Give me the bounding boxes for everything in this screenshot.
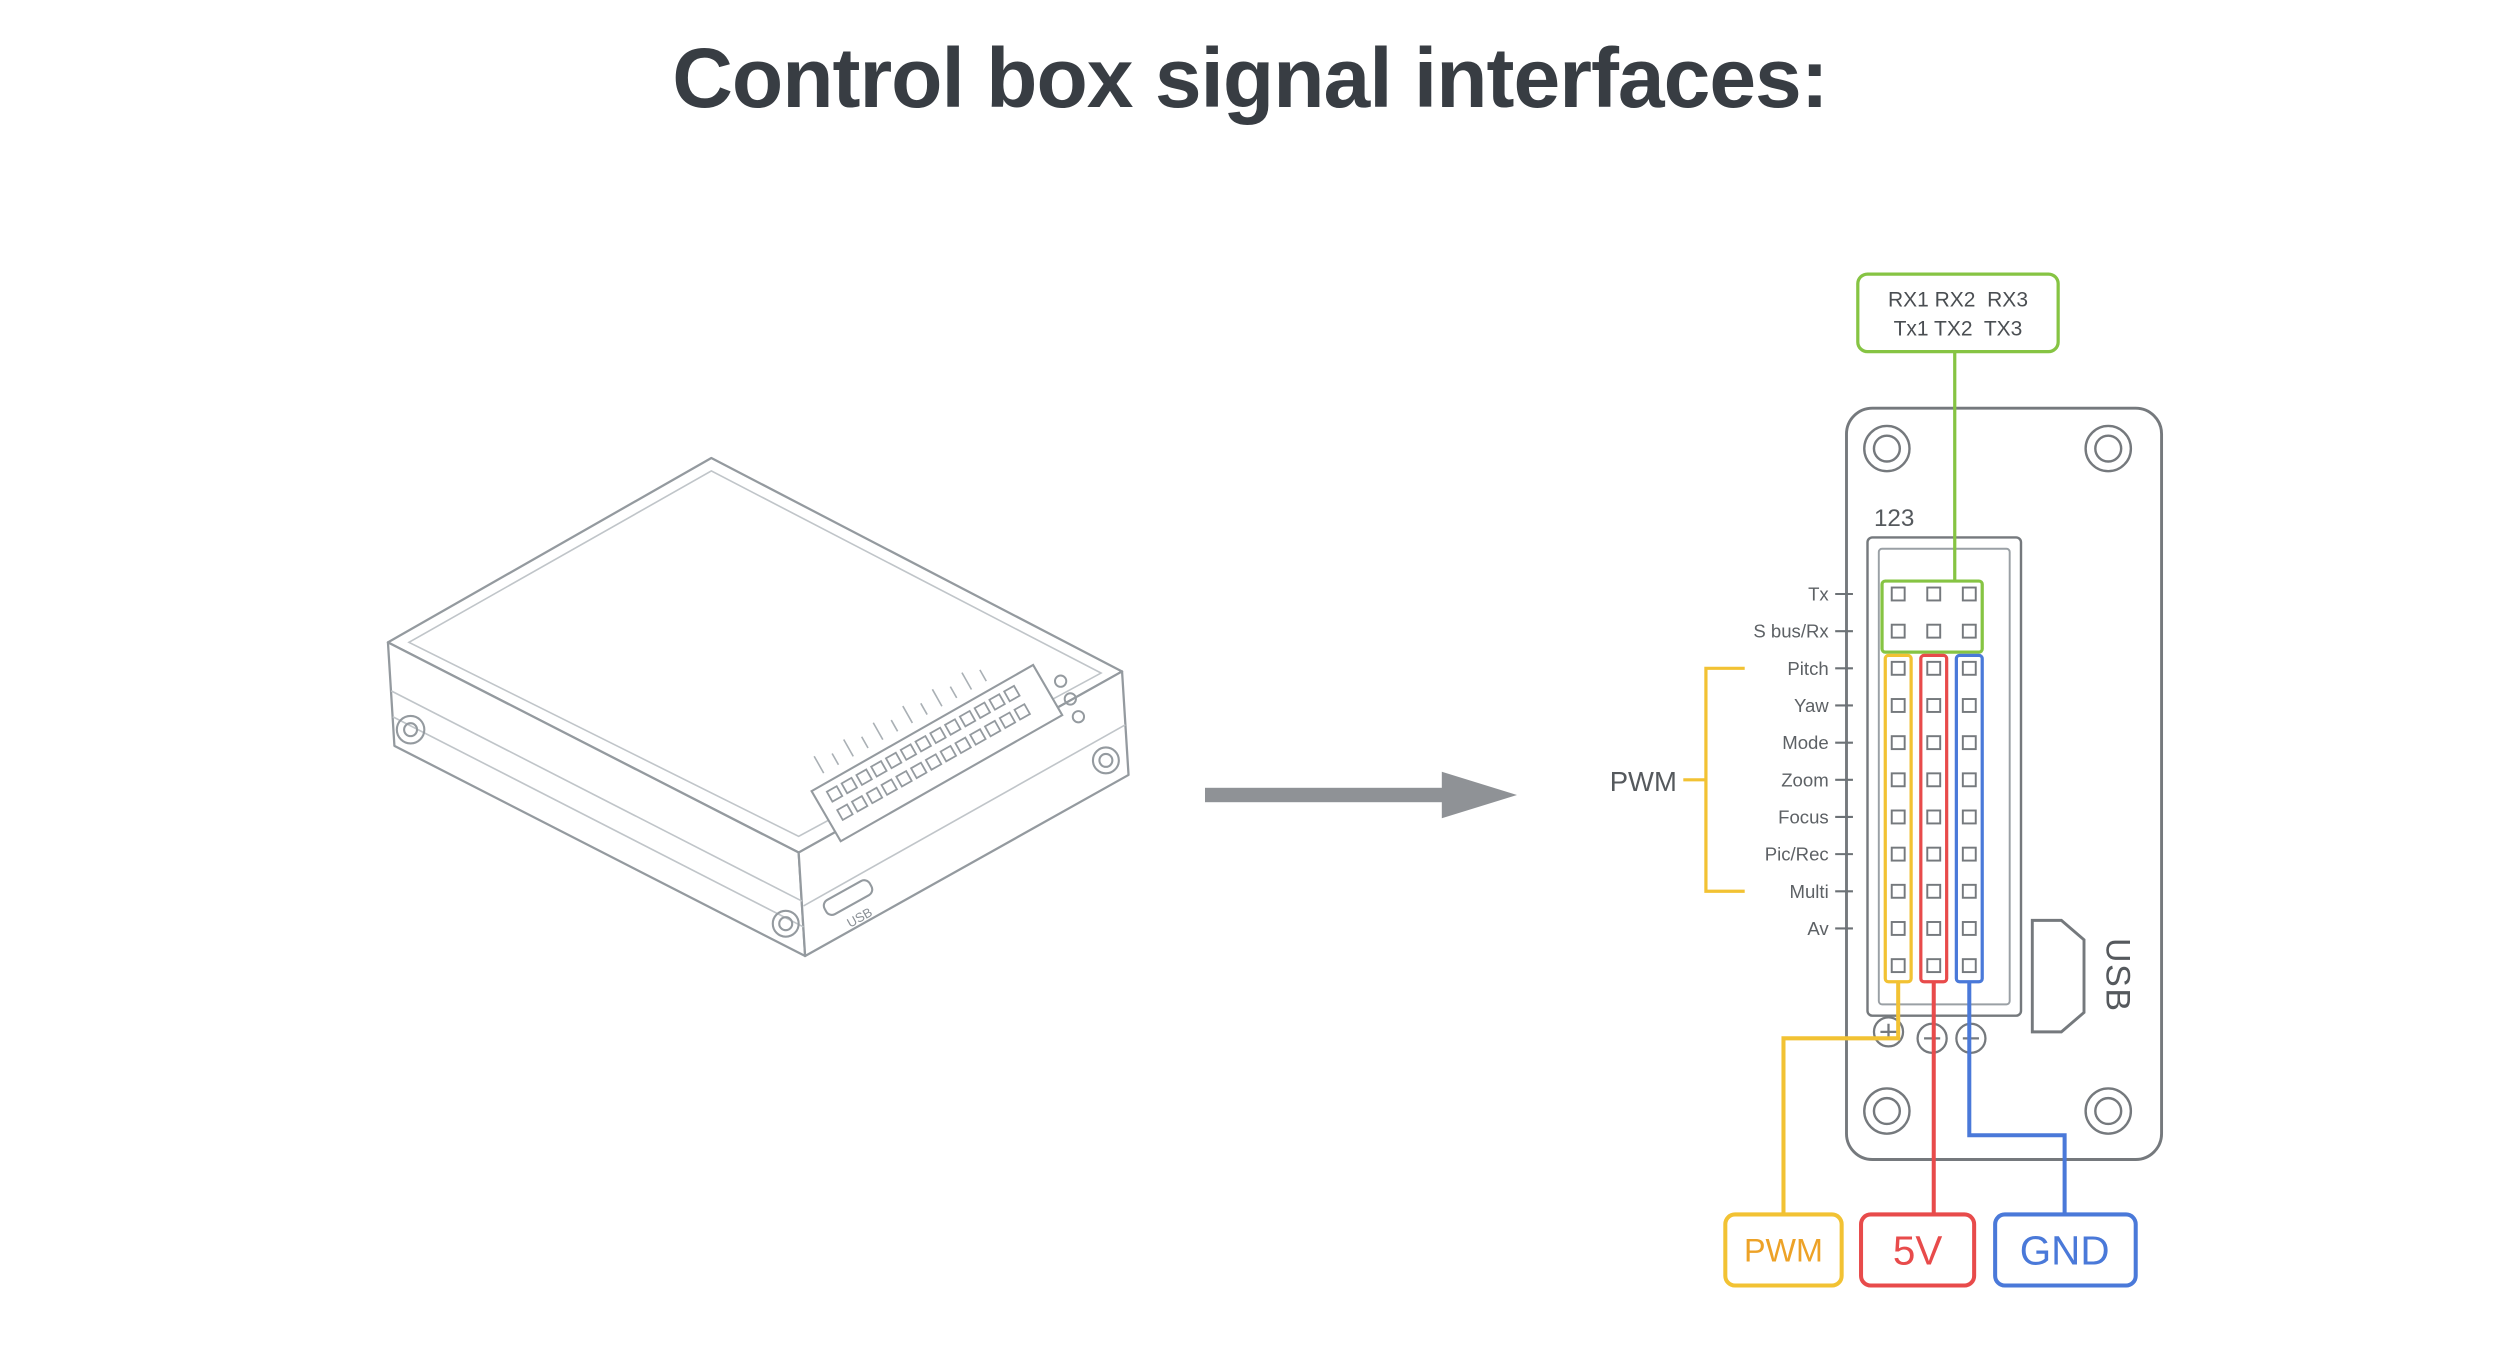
serial-label-line1: RX1 RX2 RX3	[1888, 288, 2028, 311]
box-connector-pins	[813, 669, 1031, 821]
legend: PWM 5V GND	[1723, 1212, 2138, 1288]
pin-row-label: Tx	[1808, 583, 1829, 604]
pinout-diagram: 123 USB RX	[1610, 272, 2164, 1288]
pin-row-label: S bus/Rx	[1753, 621, 1829, 642]
pin-row-label: Yaw	[1794, 695, 1829, 716]
legend-gnd-label: GND	[2020, 1228, 2110, 1274]
panel-screw-holes	[1863, 424, 2133, 1135]
pin-row-label: Av	[1807, 918, 1829, 939]
pin-row-label: Multi	[1789, 881, 1828, 902]
pwm-group-bracket	[1683, 666, 1745, 893]
pwm-wire	[1781, 981, 1901, 1215]
pin-row-label: Zoom	[1781, 769, 1829, 790]
connector-number: 123	[1874, 505, 1914, 532]
pwm-group-label: PWM	[1610, 766, 1677, 797]
pin-row-label: Mode	[1782, 732, 1828, 753]
pin-row-label: Pitch	[1787, 658, 1828, 679]
control-box-drawing: USB	[386, 456, 1130, 958]
pin-row-label: Focus	[1778, 806, 1829, 827]
pin-row-ticks	[1835, 592, 1853, 930]
gnd-wire	[1967, 981, 2067, 1215]
serial-pin-group-outline	[1880, 579, 1984, 654]
serial-label-line2: Tx1 TX2 TX3	[1894, 317, 2023, 340]
flow-arrow-icon	[1205, 771, 1517, 819]
legend-gnd-box	[1993, 1212, 2138, 1288]
usb-port	[2030, 918, 2086, 1034]
legend-5v-box	[1859, 1212, 1977, 1288]
pin-row-label: Pic/Rec	[1765, 844, 1829, 865]
legend-pwm-label: PWM	[1744, 1232, 1823, 1268]
usb-label: USB	[2099, 938, 2137, 1013]
page-title: Control box signal interfaces:	[672, 31, 1829, 125]
legend-5v-label: 5V	[1893, 1228, 1942, 1274]
box-aux-holes	[1053, 674, 1086, 724]
box-pin-printed-labels	[813, 669, 987, 774]
box-screw-holes	[395, 714, 1120, 938]
serial-label-box: RX1 RX2 RX3 Tx1 TX2 TX3	[1856, 272, 2060, 354]
legend-pwm-box	[1723, 1212, 1844, 1288]
connector-housing-inner	[1877, 547, 2011, 1006]
pin-row-labels: Tx S bus/Rx Pitch Yaw Mode Zoom Focus Pi…	[1753, 583, 1829, 938]
connector-housing-outer	[1866, 536, 2023, 1017]
